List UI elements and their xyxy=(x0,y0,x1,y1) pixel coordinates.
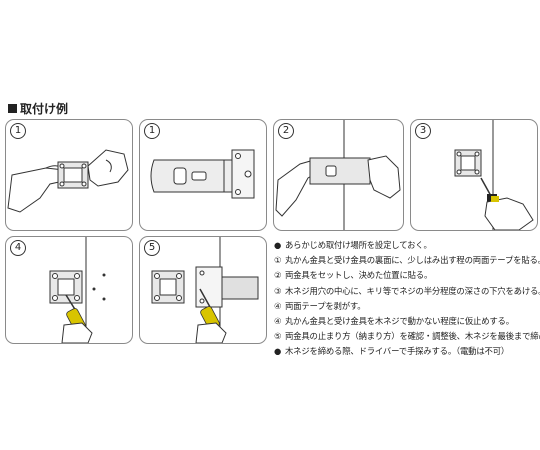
instruction-marker: ● xyxy=(274,346,282,357)
instruction-text: 両金具の止まり方（納まり方）を確認・調整後、木ネジを最後まで締める。 xyxy=(285,331,540,342)
step-panel-2: 2 xyxy=(273,119,404,231)
illustration-hands-plate xyxy=(7,149,129,213)
illustration-placing-hasp xyxy=(275,120,401,230)
instruction-text: 木ネジ用穴の中心に、キリ等でネジの半分程度の深さの下穴をあける。 xyxy=(285,285,540,296)
instruction-text: 木ネジを締める際、ドライバーで手探みする。（電動は不可） xyxy=(285,346,510,357)
step-number-badge: 2 xyxy=(278,123,294,139)
illustration-hasp-hardware xyxy=(150,149,255,199)
step-panel-4: 4 xyxy=(5,236,133,344)
instruction-item: ●木ネジを締める際、ドライバーで手探みする。（電動は不可） xyxy=(274,344,536,359)
step-number-badge: 4 xyxy=(10,240,26,256)
step-panel-3: 3 xyxy=(410,119,538,231)
instruction-text: 両面テープを剥がす。 xyxy=(285,300,366,311)
step-panel-1b: 1 xyxy=(139,119,267,231)
instruction-text: 丸かん金具と受け金具を木ネジで動かない程度に仮止めする。 xyxy=(285,316,514,327)
instruction-marker: ③ xyxy=(274,285,282,296)
instruction-marker: ⑤ xyxy=(274,331,282,342)
bullet-square-icon xyxy=(8,104,17,113)
instruction-item: ●あらかじめ取付け場所を設定しておく。 xyxy=(274,238,536,253)
step-number-badge: 1 xyxy=(10,123,26,139)
step-number-badge: 1 xyxy=(144,123,160,139)
illustration-awl-hole xyxy=(454,120,534,230)
illustration-screwdriver-plate xyxy=(49,237,106,343)
illustration-screwdriver-hasp xyxy=(151,237,259,343)
instruction-text: 両金具をセットし、決めた位置に貼る。 xyxy=(285,270,433,281)
instruction-marker: ● xyxy=(274,240,282,250)
instruction-text: あらかじめ取付け場所を設定しておく。 xyxy=(285,240,432,250)
instruction-marker: ④ xyxy=(274,300,282,311)
step-number-badge: 5 xyxy=(144,240,160,256)
instruction-marker: ② xyxy=(274,270,282,281)
step-panel-5: 5 xyxy=(139,236,267,344)
section-title-text: 取付け例 xyxy=(20,102,69,116)
step-number-badge: 3 xyxy=(415,123,431,139)
instruction-marker: ① xyxy=(274,255,282,266)
step-panel-1a: 1 xyxy=(5,119,133,231)
instruction-marker: ④ xyxy=(274,316,282,327)
section-title: 取付け例 xyxy=(8,100,68,117)
instruction-text: 丸かん金具と受け金具の裏面に、少しはみ出す程の両面テープを貼る。 xyxy=(285,255,540,266)
